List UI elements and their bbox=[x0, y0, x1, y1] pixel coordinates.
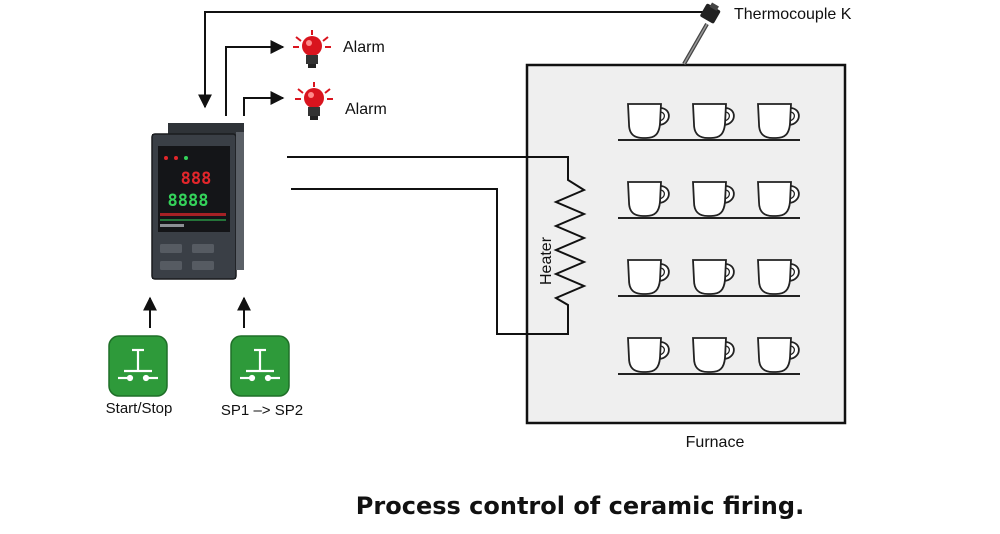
alarm-2-line bbox=[243, 91, 285, 116]
diagram-caption: Process control of ceramic firing. bbox=[356, 492, 804, 520]
alarm-lamp-icon bbox=[293, 30, 331, 68]
heater-wire-bottom bbox=[291, 188, 569, 335]
furnace-shelves bbox=[618, 103, 800, 375]
ceramic-cup-icon bbox=[757, 103, 800, 139]
heater-wire-top bbox=[287, 156, 569, 160]
alarm-1-line bbox=[225, 40, 285, 116]
heater-label: Heater bbox=[538, 236, 555, 285]
controller-display-top: 888 bbox=[181, 169, 212, 189]
controller-key-2[interactable] bbox=[192, 244, 214, 253]
controller-display-bottom: 8888 bbox=[168, 191, 209, 211]
push-button-icon bbox=[240, 348, 280, 382]
alarm-lamp-icon bbox=[295, 82, 333, 120]
controller-key-1[interactable] bbox=[160, 244, 182, 253]
start-stop-label: Start/Stop bbox=[106, 400, 173, 417]
ceramic-cup-icon bbox=[757, 259, 800, 295]
alarm-2-label: Alarm bbox=[345, 101, 387, 118]
controller-key-3[interactable] bbox=[160, 261, 182, 270]
ceramic-cup-icon bbox=[627, 103, 670, 139]
ceramic-cup-icon bbox=[692, 181, 735, 217]
setpoint-button[interactable] bbox=[230, 335, 290, 397]
push-button-icon bbox=[118, 348, 158, 382]
thermocouple-label: Thermocouple K bbox=[734, 6, 852, 23]
ceramic-cup-icon bbox=[692, 259, 735, 295]
ceramic-cup-icon bbox=[627, 181, 670, 217]
ceramic-cup-icon bbox=[757, 181, 800, 217]
start-stop-button[interactable] bbox=[108, 335, 168, 397]
setpoint-label: SP1 –> SP2 bbox=[221, 402, 303, 419]
heater-icon bbox=[553, 160, 587, 318]
thermocouple-probe-icon bbox=[682, 2, 721, 65]
ceramic-cup-icon bbox=[627, 259, 670, 295]
furnace-label: Furnace bbox=[686, 434, 745, 451]
controller-key-4[interactable] bbox=[192, 261, 214, 270]
ceramic-cup-icon bbox=[757, 337, 800, 373]
alarm-1-label: Alarm bbox=[343, 39, 385, 56]
process-controller: 888 8888 bbox=[151, 123, 244, 280]
ceramic-cup-icon bbox=[627, 337, 670, 373]
ceramic-cup-icon bbox=[692, 337, 735, 373]
ceramic-cup-icon bbox=[692, 103, 735, 139]
thermocouple-feedback-line bbox=[198, 11, 703, 109]
